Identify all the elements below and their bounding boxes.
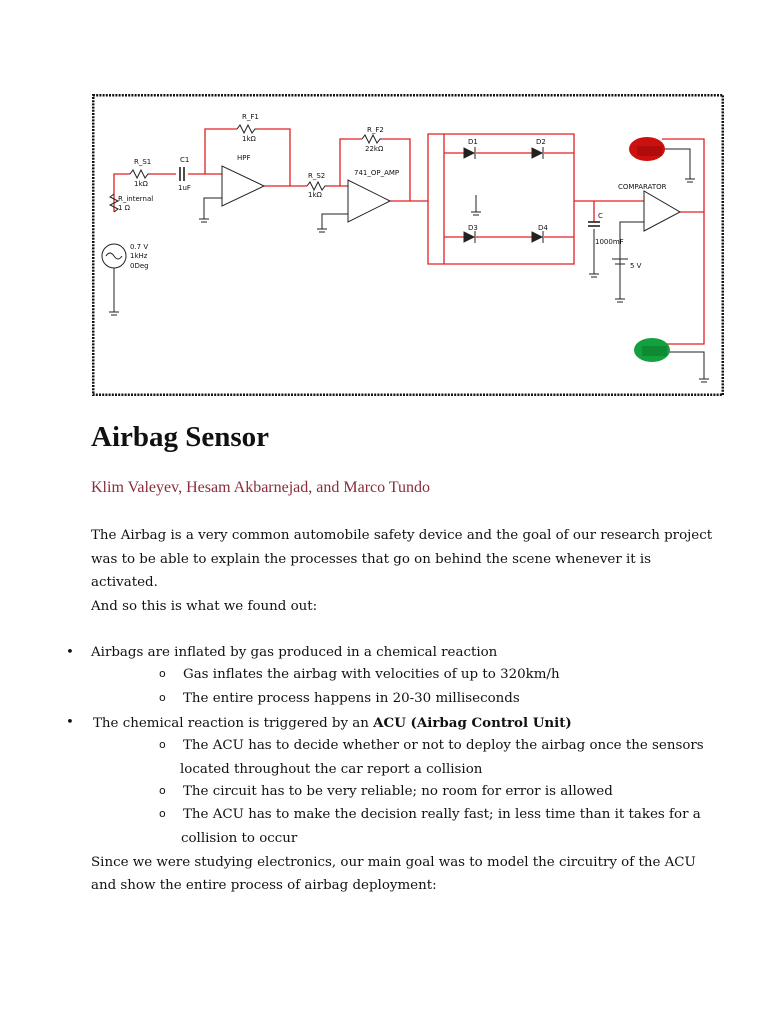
label-rf2-val: 22kΩ [365, 145, 384, 153]
label-rint: R_internal [118, 195, 153, 203]
label-d3: D3 [468, 224, 478, 232]
author-list: Klim Valeyev, Hesam Akbarnejad, and Marc… [91, 479, 431, 496]
green-led-icon [634, 338, 670, 362]
bullet-marker: • [66, 645, 74, 660]
bullet-2-sub-1b: located throughout the car report a coll… [180, 762, 483, 777]
label-rs1: R_S1 [134, 158, 151, 166]
label-d2: D2 [536, 138, 546, 146]
sub-marker: o [159, 807, 166, 820]
intro-line-1: The Airbag is a very common automobile s… [91, 528, 713, 543]
page-title: Airbag Sensor [91, 421, 270, 453]
label-comparator: COMPARATOR [618, 183, 667, 191]
bullet-2-sub-3a: The ACU has to make the decision really … [183, 807, 701, 822]
intro-line-3: activated. [91, 575, 158, 590]
bullet-1-sub-1: Gas inflates the airbag with velocities … [183, 667, 560, 682]
label-src-p: 0Deg [130, 262, 149, 270]
bullet-1: Airbags are inflated by gas produced in … [91, 645, 498, 660]
closing-line-2: and show the entire process of airbag de… [91, 878, 437, 893]
label-hpf: HPF [237, 154, 251, 162]
bullet-marker: • [66, 715, 74, 730]
intro-line-2: was to be able to explain the processes … [91, 552, 652, 567]
closing-line-1: Since we were studying electronics, our … [91, 855, 696, 870]
label-c1-val: 1uF [178, 184, 191, 192]
label-battery: 5 V [630, 262, 642, 270]
label-rs2: R_S2 [308, 172, 325, 180]
label-d4: D4 [538, 224, 548, 232]
red-led-icon [629, 137, 665, 161]
bullet-2-text: The chemical reaction is triggered by an [93, 716, 374, 731]
sub-marker: o [159, 738, 166, 751]
label-rint-val: 1 Ω [118, 204, 131, 212]
label-c1: C1 [180, 156, 189, 164]
bullet-1-sub-2: The entire process happens in 20-30 mill… [183, 691, 520, 706]
intro-line-4: And so this is what we found out: [91, 599, 318, 614]
sub-marker: o [159, 691, 166, 704]
label-c: C [598, 212, 603, 220]
label-rf2: R_F2 [367, 126, 384, 134]
bullet-2-sub-1a: The ACU has to decide whether or not to … [183, 738, 704, 753]
sub-marker: o [159, 784, 166, 797]
circuit-schematic: R_F1 1kΩ HPF R_S1 1kΩ C1 1uF R_internal … [92, 94, 724, 396]
label-rs2-val: 1kΩ [308, 191, 323, 199]
bullet-2-bold: ACU (Airbag Control Unit) [373, 715, 572, 731]
label-rf1-val: 1kΩ [242, 135, 257, 143]
label-c-val: 1000mF [595, 238, 624, 246]
wires [113, 128, 705, 345]
label-src-f: 1kHz [130, 252, 148, 260]
label-opamp: 741_OP_AMP [354, 169, 399, 177]
bullet-2-sub-3b: collision to occur [181, 831, 298, 846]
sub-marker: o [159, 667, 166, 680]
label-rs1-val: 1kΩ [134, 180, 149, 188]
bullet-2: The chemical reaction is triggered by an… [93, 715, 572, 731]
label-src-v: 0.7 V [130, 243, 148, 251]
label-rf1: R_F1 [242, 113, 259, 121]
label-d1: D1 [468, 138, 478, 146]
bullet-2-sub-2: The circuit has to be very reliable; no … [183, 784, 613, 799]
